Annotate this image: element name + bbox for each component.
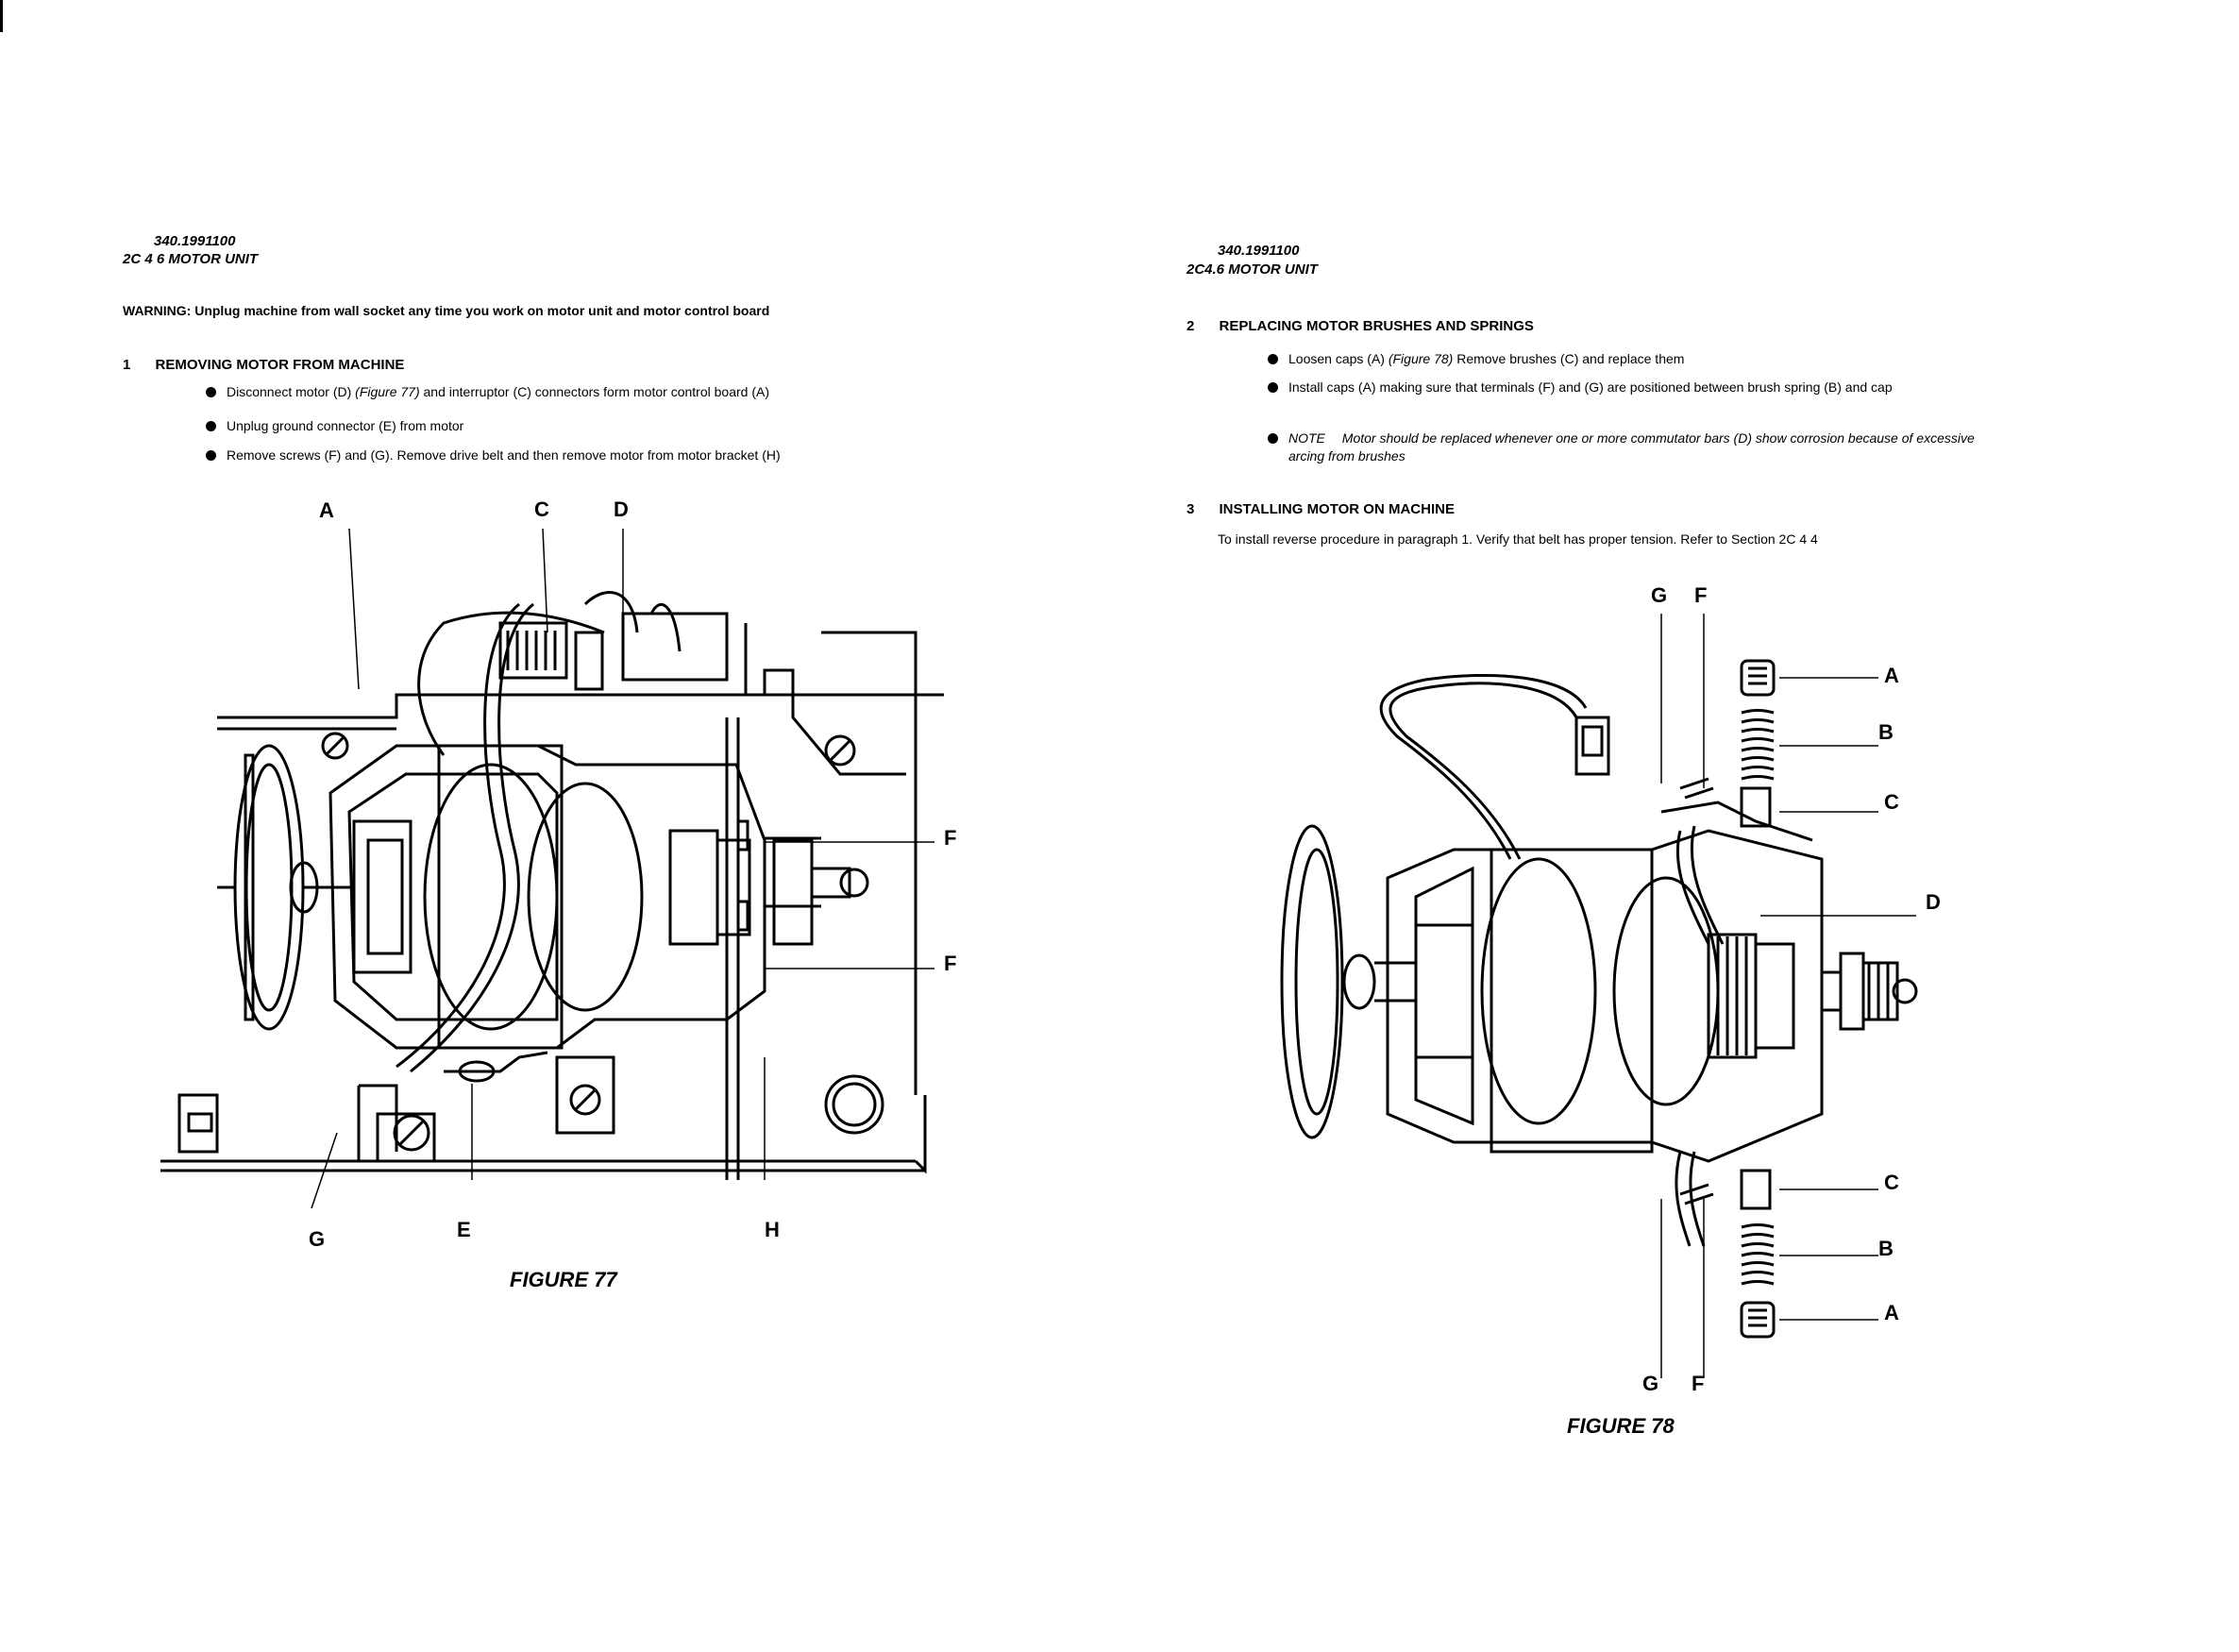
bullet-icon [1268,382,1278,393]
fig77-label-g: G [309,1227,326,1251]
right-section-title: 2C4.6 MOTOR UNIT [1187,261,1318,278]
step2-number: 2 [1187,318,1195,334]
figure-77-caption: FIGURE 77 [510,1268,617,1291]
fig78-label-c-bottom: C [1884,1171,1899,1194]
left-section-title: 2C 4 6 MOTOR UNIT [123,251,259,267]
figure-77-motor-drawing [160,529,944,1208]
fig77-label-f-bottom: F [944,952,957,975]
bullet-icon [1268,433,1278,444]
step3-text: To install reverse procedure in paragrap… [1218,531,1818,547]
warning-label: WARNING: [123,303,192,318]
bullet-icon [206,421,216,431]
right-bullet-2: Install caps (A) making sure that termin… [1268,379,1978,396]
fig78-label-d: D [1926,890,1941,914]
fig78-label-g-top: G [1651,583,1668,607]
figure-78-motor-exploded-drawing [1280,614,1918,1378]
bullet-icon [206,387,216,397]
fig77-label-a: A [319,498,334,522]
fig77-label-f-top: F [944,826,957,850]
step1-heading: 1 REMOVING MOTOR FROM MACHINE [123,357,404,373]
step1-number: 1 [123,357,131,373]
note-text: Motor should be replaced whenever one or… [1288,430,1975,464]
fig77-label-d: D [614,497,629,521]
step2-heading: 2 REPLACING MOTOR BRUSHES AND SPRINGS [1187,318,1534,334]
step2-title: REPLACING MOTOR BRUSHES AND SPRINGS [1219,318,1534,334]
step3-title: INSTALLING MOTOR ON MACHINE [1219,501,1455,517]
step3-heading: 3 INSTALLING MOTOR ON MACHINE [1187,501,1455,517]
fig78-label-b-top: B [1878,720,1894,744]
fig78-label-f-bottom: F [1692,1372,1705,1395]
right-note: NOTE Motor should be replaced whenever o… [1268,430,1978,465]
fig78-label-a-top: A [1884,664,1899,687]
figure-78-caption: FIGURE 78 [1567,1414,1675,1438]
note-label: NOTE [1288,430,1325,446]
warning-line: WARNING: Unplug machine from wall socket… [123,302,769,319]
warning-text: Unplug machine from wall socket any time… [194,303,770,318]
step3-number: 3 [1187,501,1195,517]
left-bullet-2: Unplug ground connector (E) from motor [206,417,463,435]
right-bullet-1: Loosen caps (A) (Figure 78) Remove brush… [1268,350,1684,368]
fig78-label-g-bottom: G [1642,1372,1659,1395]
left-doc-code: 340.1991100 [154,233,236,249]
left-bullet-3: Remove screws (F) and (G). Remove drive … [206,447,781,464]
fig78-label-f-top: F [1694,583,1708,607]
step1-title: REMOVING MOTOR FROM MACHINE [155,357,405,373]
fig77-label-h: H [765,1218,780,1241]
fig78-label-a-bottom: A [1884,1301,1899,1324]
fig77-label-c: C [534,497,549,521]
left-bullet-1: Disconnect motor (D) (Figure 77) and int… [206,383,769,401]
bullet-icon [206,450,216,461]
fig78-label-c-top: C [1884,790,1899,814]
fig78-label-b-bottom: B [1878,1237,1894,1260]
bullet-icon [1268,354,1278,364]
right-doc-code: 340.1991100 [1218,243,1300,259]
page-edge-mark [0,0,3,32]
fig77-label-e: E [457,1218,471,1241]
